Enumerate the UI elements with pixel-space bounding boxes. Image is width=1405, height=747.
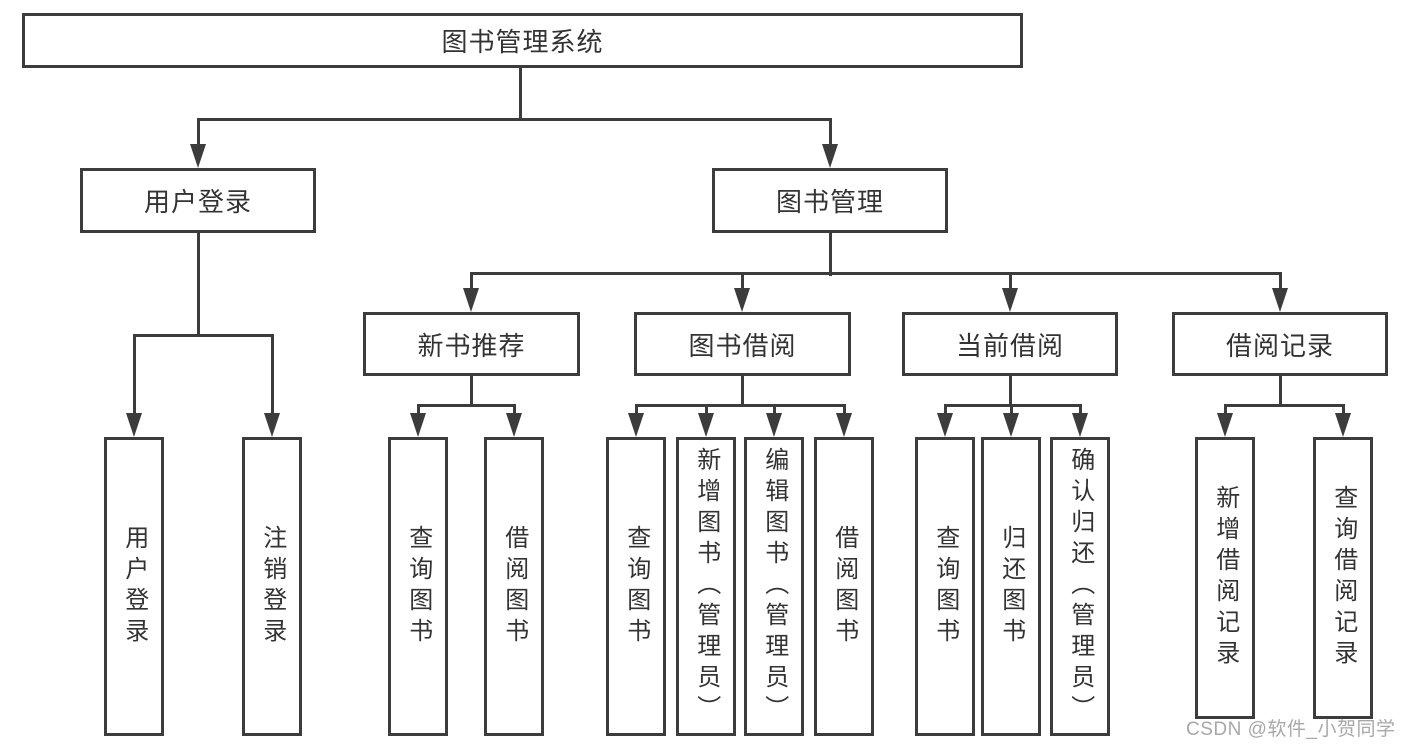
connector-drop bbox=[1279, 272, 1282, 292]
connector-rail bbox=[1224, 404, 1345, 407]
connector-root-rail bbox=[197, 118, 832, 121]
connector-drop bbox=[133, 334, 136, 417]
watermark-text: CSDN @软件_小贺同学 bbox=[1186, 719, 1396, 740]
arrow-down-icon bbox=[410, 413, 426, 437]
connector-login-stem bbox=[197, 233, 200, 337]
node-user-login-leaf: 用户登录 bbox=[104, 437, 164, 736]
node-label: 图书管理 bbox=[775, 187, 884, 217]
arrow-down-icon bbox=[506, 413, 522, 437]
node-label: 确认归还（管理员） bbox=[1066, 447, 1094, 726]
connector-drop bbox=[635, 404, 638, 417]
arrow-down-icon bbox=[1272, 288, 1288, 312]
node-query-books-recommend: 查询图书 bbox=[388, 437, 448, 736]
node-borrow-records: 借阅记录 bbox=[1172, 312, 1388, 376]
connector-drop bbox=[944, 404, 947, 417]
arrow-down-icon bbox=[190, 144, 206, 168]
arrow-down-icon bbox=[264, 413, 280, 437]
node-label: 查询图书 bbox=[931, 524, 959, 649]
connector-drop bbox=[1079, 404, 1082, 417]
arrow-down-icon bbox=[734, 288, 750, 312]
connector-drop bbox=[197, 118, 200, 150]
connector-stem bbox=[1279, 375, 1282, 407]
node-book-borrow: 图书借阅 bbox=[634, 312, 851, 376]
node-label: 查询借阅记录 bbox=[1329, 485, 1357, 671]
node-label: 借阅图书 bbox=[830, 524, 858, 649]
connector-drop bbox=[741, 272, 744, 292]
node-label: 查询图书 bbox=[622, 524, 650, 649]
node-label: 当前借阅 bbox=[955, 330, 1064, 361]
connector-rail bbox=[635, 404, 846, 407]
node-add-book-admin: 新增图书（管理员） bbox=[676, 437, 736, 736]
arrow-down-icon bbox=[1003, 413, 1019, 437]
arrow-down-icon bbox=[1072, 413, 1088, 437]
connector-rail bbox=[417, 404, 516, 407]
arrow-down-icon bbox=[1335, 413, 1351, 437]
connector-login-rail bbox=[133, 334, 274, 337]
connector-drop bbox=[705, 404, 708, 417]
node-add-borrow-record: 新增借阅记录 bbox=[1195, 437, 1255, 719]
connector-drop bbox=[513, 404, 516, 417]
connector-drop bbox=[1224, 404, 1227, 417]
node-new-book-recommend: 新书推荐 bbox=[363, 312, 580, 376]
node-book-management: 图书管理 bbox=[712, 168, 948, 233]
node-borrow-books-leaf: 借阅图书 bbox=[814, 437, 874, 736]
node-label: 注销登录 bbox=[258, 524, 286, 649]
node-label: 借阅记录 bbox=[1225, 330, 1334, 361]
connector-rail bbox=[944, 404, 1082, 407]
connector-drop bbox=[417, 404, 420, 417]
connector-drop bbox=[843, 404, 846, 417]
connector-drop bbox=[1342, 404, 1345, 417]
connector-drop bbox=[773, 404, 776, 417]
node-label: 查询图书 bbox=[404, 524, 432, 649]
arrow-down-icon bbox=[463, 288, 479, 312]
connector-stem bbox=[470, 375, 473, 407]
node-label: 新书推荐 bbox=[417, 330, 526, 361]
connector-drop bbox=[1010, 404, 1013, 417]
connector-drop bbox=[1009, 272, 1012, 292]
node-label: 归还图书 bbox=[997, 524, 1025, 649]
node-return-book: 归还图书 bbox=[981, 437, 1041, 736]
node-label: 用户登录 bbox=[120, 524, 148, 649]
node-label: 借阅图书 bbox=[500, 524, 528, 649]
connector-drop bbox=[829, 118, 832, 150]
node-library-management-system: 图书管理系统 bbox=[22, 13, 1023, 68]
node-label: 用户登录 bbox=[143, 187, 252, 217]
node-query-borrow-record: 查询借阅记录 bbox=[1313, 437, 1373, 719]
arrow-down-icon bbox=[1217, 413, 1233, 437]
arrow-down-icon bbox=[836, 413, 852, 437]
node-label: 新增图书（管理员） bbox=[692, 447, 720, 726]
arrow-down-icon bbox=[126, 413, 142, 437]
arrow-down-icon bbox=[766, 413, 782, 437]
node-label: 图书管理系统 bbox=[441, 27, 604, 57]
connector-mgmt-rail bbox=[470, 272, 1282, 275]
node-user-login: 用户登录 bbox=[80, 168, 316, 233]
connector-drop bbox=[271, 334, 274, 417]
node-label: 图书借阅 bbox=[688, 330, 797, 361]
arrow-down-icon bbox=[698, 413, 714, 437]
node-logout: 注销登录 bbox=[242, 437, 302, 736]
node-label: 编辑图书（管理员） bbox=[760, 447, 788, 726]
connector-root-stem bbox=[519, 68, 522, 120]
node-query-books-borrow: 查询图书 bbox=[606, 437, 666, 736]
node-borrow-books-recommend: 借阅图书 bbox=[484, 437, 544, 736]
connector-mgmt-stem bbox=[829, 233, 832, 276]
connector-drop bbox=[470, 272, 473, 292]
arrow-down-icon bbox=[628, 413, 644, 437]
connector-stem bbox=[741, 375, 744, 407]
arrow-down-icon bbox=[822, 144, 838, 168]
node-query-books-current: 查询图书 bbox=[915, 437, 975, 736]
node-edit-book-admin: 编辑图书（管理员） bbox=[744, 437, 804, 736]
arrow-down-icon bbox=[1002, 288, 1018, 312]
node-current-borrow: 当前借阅 bbox=[902, 312, 1118, 376]
node-confirm-return-admin: 确认归还（管理员） bbox=[1050, 437, 1110, 736]
connector-stem bbox=[1009, 375, 1012, 407]
node-label: 新增借阅记录 bbox=[1211, 485, 1239, 671]
arrow-down-icon bbox=[937, 413, 953, 437]
